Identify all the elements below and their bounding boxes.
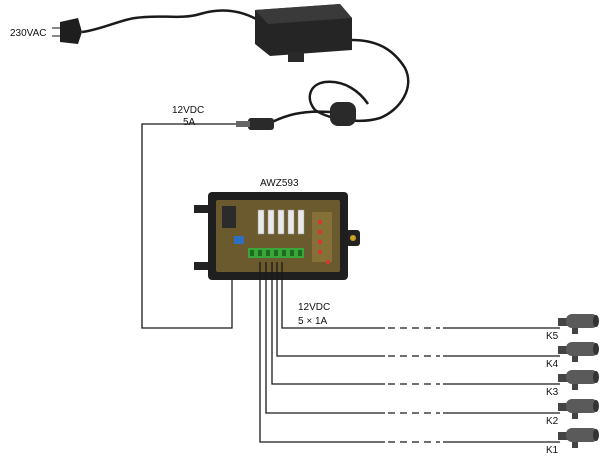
camera-k1 (558, 428, 599, 448)
output-label-k4: K4 (546, 359, 559, 370)
camera-k2 (558, 399, 599, 419)
output-voltage-label: 12VDC (298, 302, 330, 313)
camera-k3 (558, 370, 599, 390)
output-current-label: 5 × 1A (298, 316, 328, 327)
camera-k4 (558, 342, 599, 362)
output-label-k1: K1 (546, 445, 559, 456)
output-label-k5: K5 (546, 331, 559, 342)
input-wire (141, 123, 236, 329)
device-label: AWZ593 (260, 178, 299, 189)
mains-plug (52, 9, 259, 44)
output-terminal-block (248, 248, 304, 258)
power-adapter (236, 4, 410, 130)
fuse-bank (257, 209, 305, 235)
output-wires (259, 262, 560, 443)
camera-k5 (558, 314, 599, 334)
mains-label: 230VAC (10, 28, 47, 39)
pcb (216, 200, 340, 272)
output-label-k2: K2 (546, 416, 559, 427)
input-voltage-label: 12VDC (172, 105, 204, 116)
awz593-enclosure (194, 192, 360, 280)
output-label-k3: K3 (546, 387, 559, 398)
input-current-label: 5A (183, 117, 196, 128)
